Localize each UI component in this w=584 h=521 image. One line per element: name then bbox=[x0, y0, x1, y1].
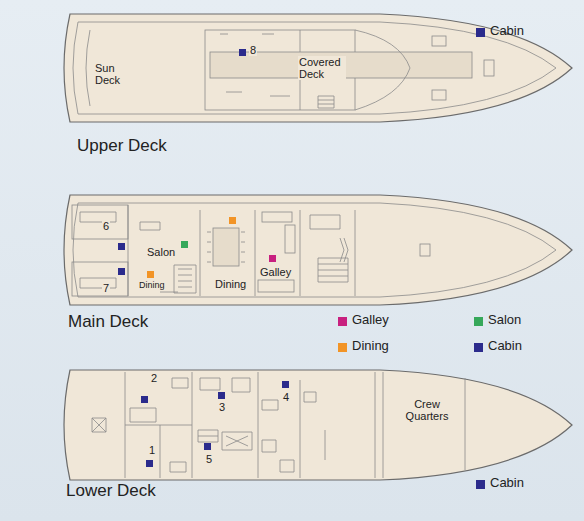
legend-swatch bbox=[474, 343, 483, 352]
room-name: Dining bbox=[214, 278, 247, 290]
room-name: Salon bbox=[146, 246, 176, 258]
legend-swatch bbox=[474, 317, 483, 326]
legend-text: Salon bbox=[488, 313, 521, 327]
cabin-number: 8 bbox=[249, 44, 257, 56]
legend-text: Cabin bbox=[488, 339, 522, 353]
deck-title: Lower Deck bbox=[66, 482, 156, 501]
cabin-number: 1 bbox=[148, 444, 156, 456]
room-name: Dining bbox=[138, 281, 166, 291]
cabin-number: 2 bbox=[150, 372, 158, 384]
cabin-number: 4 bbox=[282, 391, 290, 403]
deck-title: Upper Deck bbox=[77, 137, 167, 156]
legend-swatch bbox=[338, 343, 347, 352]
legend-text: Cabin bbox=[490, 476, 524, 490]
cabin-number: 6 bbox=[102, 220, 110, 232]
area-name: Covered Deck bbox=[298, 56, 346, 80]
cabin-number: 5 bbox=[205, 453, 213, 465]
cabin-number: 7 bbox=[102, 282, 110, 294]
deck-title: Main Deck bbox=[68, 313, 148, 332]
legend-text: Cabin bbox=[490, 24, 524, 38]
cabin-number: 3 bbox=[218, 401, 226, 413]
room-name: Galley bbox=[259, 266, 292, 278]
area-name: Crew Quarters bbox=[393, 398, 461, 422]
legend-swatch bbox=[338, 317, 347, 326]
area-name: Sun Deck bbox=[94, 62, 130, 86]
legend-text: Galley bbox=[352, 313, 389, 327]
legend-swatch bbox=[476, 480, 485, 489]
legend-text: Dining bbox=[352, 339, 389, 353]
legend-swatch bbox=[476, 28, 485, 37]
